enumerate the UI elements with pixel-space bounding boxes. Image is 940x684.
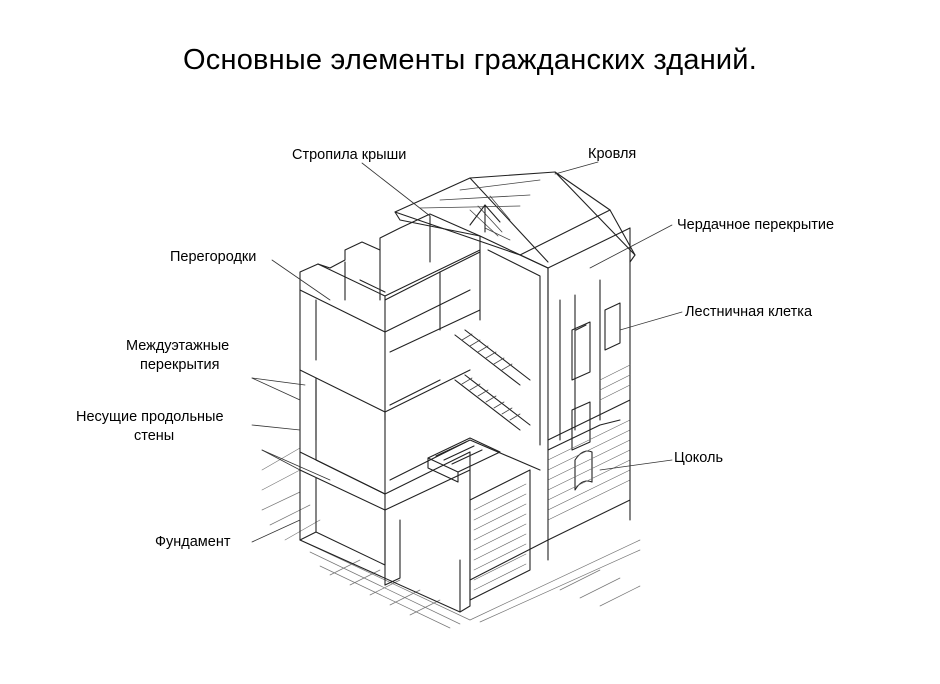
label-interfloor-slabs: Междуэтажные перекрытия: [126, 337, 229, 375]
third-floor: [299, 271, 531, 411]
label-roofing: Кровля: [588, 146, 637, 162]
label-bearing-walls-line2: стены: [134, 428, 175, 444]
label-attic-floor: Чердачное перекрытие: [677, 217, 835, 233]
leader-lines: [251, 161, 683, 543]
top-floor: [299, 213, 481, 333]
label-partitions: Перегородки: [170, 249, 257, 265]
label-interfloor-line2: перекрытия: [140, 357, 220, 373]
label-stairwell: Лестничная клетка: [685, 304, 813, 320]
label-bearing-walls: Несущие продольные стены: [76, 408, 224, 446]
stairwell-section: [469, 227, 631, 581]
label-foundation: Фундамент: [155, 534, 231, 550]
first-floor: [299, 369, 541, 511]
label-interfloor-line1: Междуэтажные: [126, 338, 230, 354]
label-bearing-walls-line1: Несущие продольные: [76, 409, 224, 425]
slide-title: Основные элементы гражданских зданий.: [183, 44, 757, 76]
label-rafters: Стропила крыши: [292, 147, 407, 163]
label-plinth: Цоколь: [674, 450, 724, 466]
roof: [394, 171, 636, 269]
plinth-block: [469, 469, 531, 601]
second-floor: [299, 349, 531, 441]
